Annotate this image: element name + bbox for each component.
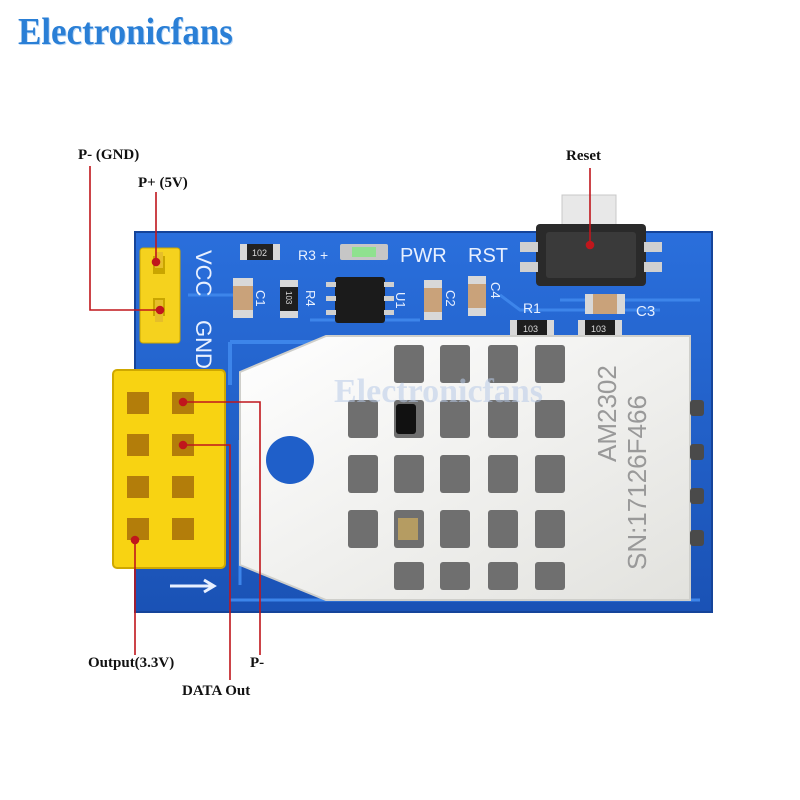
silk-gnd: GND (191, 320, 216, 369)
smd-components: 102 103 103 103 (233, 244, 625, 336)
svg-text:103: 103 (284, 291, 293, 305)
silkscreen-labels: VCC GND PWR RST R3 + R4 C1 U1 C2 C4 R1 C… (191, 245, 655, 369)
label-data-out: DATA Out (182, 683, 251, 699)
silk-r1: R1 (523, 300, 541, 316)
silk-c3: C3 (636, 303, 655, 320)
silk-r4: R4 (303, 290, 318, 307)
brand-logo: Electronicfans (18, 11, 233, 53)
watermark: Electronicfans (334, 373, 543, 410)
silk-plus: + (320, 247, 328, 263)
callout-lines (89, 166, 595, 680)
svg-text:103: 103 (591, 324, 606, 334)
am2302-sensor: Electronicfans AM2302 SN:17126F466 (239, 335, 704, 601)
silk-pwr: PWR (400, 245, 447, 267)
silk-c2: C2 (443, 290, 458, 307)
silk-u1: U1 (393, 292, 408, 309)
silk-rst: RST (468, 245, 508, 267)
label-output: Output(3.3V) (88, 655, 175, 671)
silk-c1: C1 (253, 290, 268, 307)
svg-text:102: 102 (252, 248, 267, 258)
label-p-minus: P- (250, 655, 265, 671)
sensor-serial: SN:17126F466 (622, 395, 652, 570)
sensor-model: AM2302 (592, 365, 622, 462)
reset-switch (520, 194, 662, 286)
silk-r3: R3 (298, 247, 316, 263)
svg-text:103: 103 (523, 324, 538, 334)
label-vcc-pin: P+ (5V) (138, 175, 188, 191)
label-reset: Reset (566, 148, 601, 164)
socket-header-2x4 (112, 369, 226, 594)
label-gnd-pin: P- (GND) (78, 147, 140, 163)
silk-c4: C4 (488, 282, 503, 299)
silk-vcc: VCC (191, 250, 216, 297)
